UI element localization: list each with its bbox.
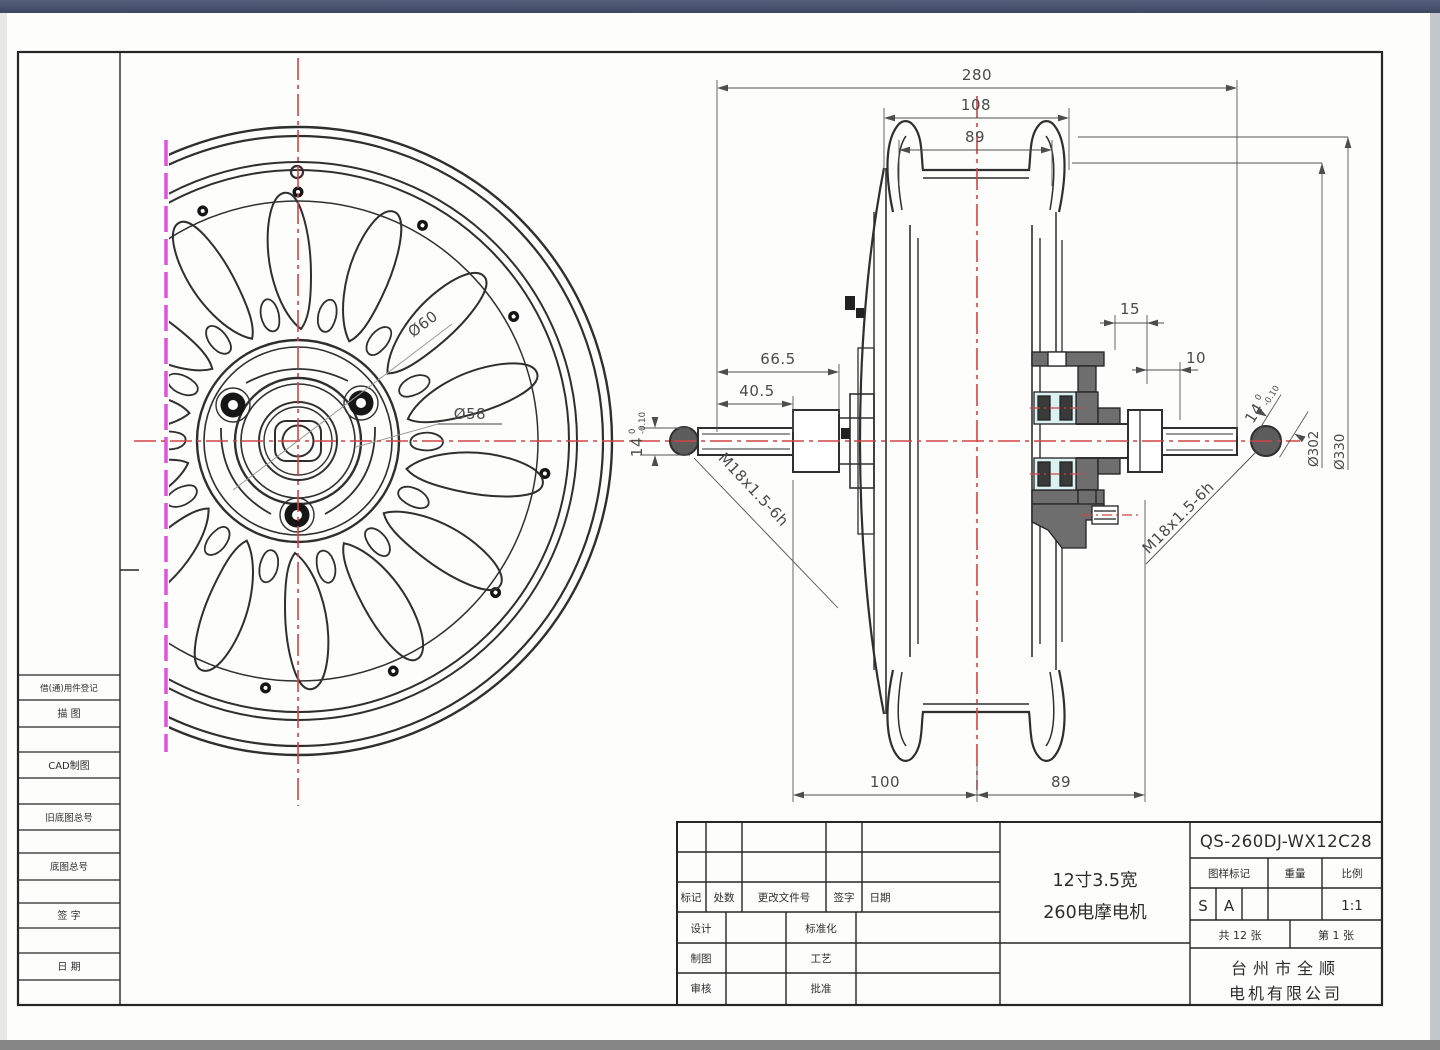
dim-thread-left: M18x1.5-6h xyxy=(715,449,793,530)
dim-thread-right: M18x1.5-6h xyxy=(1139,478,1218,557)
svg-text:0: 0 xyxy=(1253,393,1264,403)
dim-bottom-right: 89 xyxy=(1051,773,1071,791)
dim-hub-label: Ø58 xyxy=(454,405,486,423)
dim-rim-outer-dia: Ø330 xyxy=(1332,434,1348,470)
tb-label-mark: 标记 xyxy=(681,892,702,904)
dim-shaft-flat-left: 14 0 -0.10 xyxy=(628,412,648,457)
company-line2: 电机有限公司 xyxy=(1229,984,1343,1003)
sheets-page: 第 1 张 xyxy=(1318,928,1354,942)
tb-label-sign: 签字 xyxy=(834,891,855,904)
hub-bolt-holes xyxy=(220,390,374,528)
tb-label-doc-no: 更改文件号 xyxy=(758,891,811,904)
dim-bottom-left: 100 xyxy=(870,773,900,791)
side-row-label: CAD制图 xyxy=(48,759,90,772)
title-block: 标记 处数 更改文件号 签字 日期 设计 标准化 制图 工艺 审核 批准 12寸… xyxy=(676,821,1383,1006)
scale-value: 1:1 xyxy=(1341,898,1363,914)
dim-left-b: 40.5 xyxy=(739,382,774,400)
svg-text:-0.10: -0.10 xyxy=(638,412,648,434)
page-right-strip xyxy=(1430,13,1440,1040)
side-row-label: 借(通)用件登记 xyxy=(40,683,98,694)
dim-washer: 10 xyxy=(1186,349,1206,367)
tb-label-draft: 制图 xyxy=(691,952,712,965)
part-number: QS-260DJ-WX12C28 xyxy=(1200,832,1372,851)
svg-text:14: 14 xyxy=(628,437,646,457)
company-line1: 台州市全顺 xyxy=(1231,959,1341,978)
dim-left-a: 66.5 xyxy=(760,350,795,368)
sheets-total: 共 12 张 xyxy=(1219,929,1262,942)
page-bottom-strip xyxy=(0,1040,1440,1050)
dim-overall: 280 xyxy=(962,66,992,84)
side-row-label: 旧底图总号 xyxy=(45,812,93,824)
side-row-label: 日 期 xyxy=(57,961,80,973)
side-table: 借(通)用件登记 描 图 CAD制图 旧底图总号 底图总号 签 字 日 期 xyxy=(18,674,120,981)
page-left-strip xyxy=(0,13,7,1040)
valve-hole xyxy=(289,164,305,180)
dim-boss: 15 xyxy=(1120,300,1140,318)
page-top-strip xyxy=(0,0,1440,13)
tb-label-scale: 比例 xyxy=(1342,867,1363,880)
hub-casting xyxy=(1031,351,1121,549)
tb-label-standard: 标准化 xyxy=(805,922,837,935)
tb-label-process: 工艺 xyxy=(811,953,832,965)
stamp-s: S xyxy=(1198,897,1208,915)
rim-bolt-holes xyxy=(195,186,552,695)
tb-label-design: 设计 xyxy=(691,922,712,935)
tb-label-check: 审核 xyxy=(691,982,712,995)
dim-rim-width: 108 xyxy=(961,96,991,114)
dim-rim-inner-dia: Ø302 xyxy=(1306,431,1322,467)
side-row-label: 底图总号 xyxy=(50,861,88,873)
svg-text:-0.10: -0.10 xyxy=(1262,384,1282,408)
tb-label-weight: 重量 xyxy=(1285,867,1307,880)
product-name-line1: 12寸3.5宽 xyxy=(1052,871,1137,891)
dim-bead-width: 89 xyxy=(965,128,985,146)
centerlines xyxy=(134,58,1300,806)
tb-label-date: 日期 xyxy=(870,892,891,904)
product-name-line2: 260电摩电机 xyxy=(1043,903,1147,923)
tb-label-stamp: 图样标记 xyxy=(1208,867,1250,880)
stamp-a: A xyxy=(1224,897,1235,915)
tb-label-count: 处数 xyxy=(714,891,735,904)
svg-text:0: 0 xyxy=(628,429,638,434)
side-row-label: 签 字 xyxy=(57,909,80,922)
tb-label-approve: 批准 xyxy=(811,982,832,995)
side-row-label: 描 图 xyxy=(57,707,80,720)
